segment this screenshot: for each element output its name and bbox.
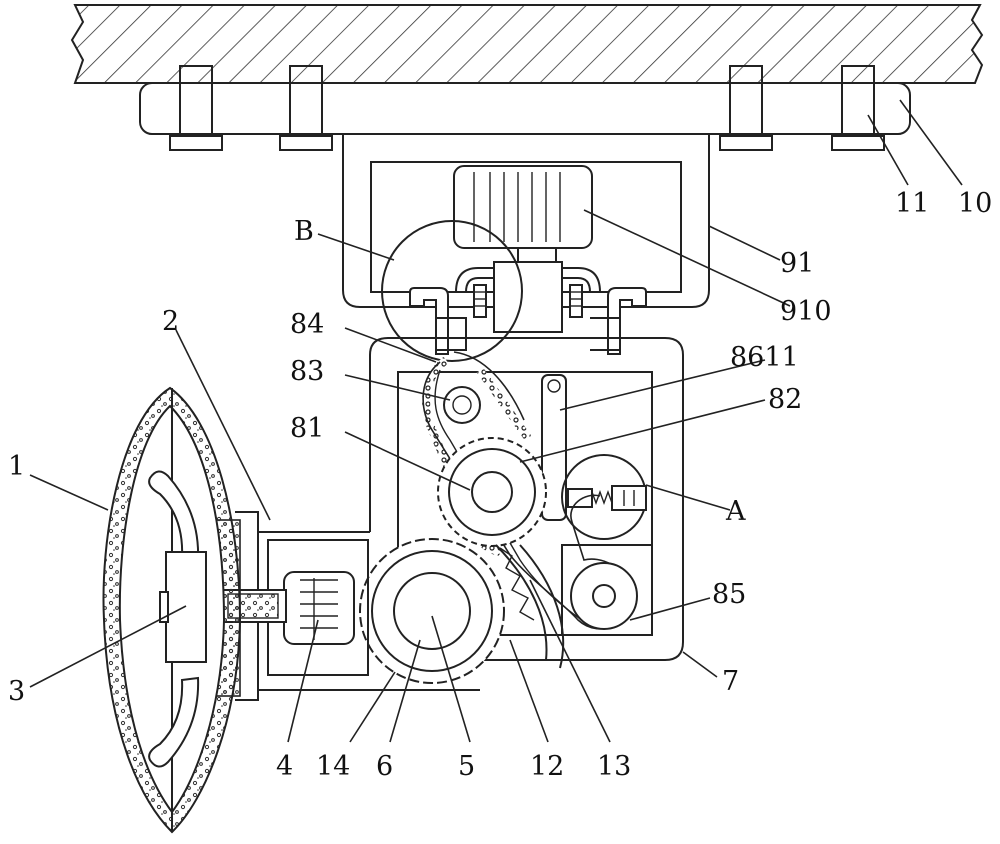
label-5: 5 bbox=[458, 751, 475, 782]
sprocket-83 bbox=[443, 386, 481, 424]
label-13: 13 bbox=[597, 751, 631, 782]
label-14: 14 bbox=[316, 751, 350, 782]
curved-rack bbox=[495, 544, 565, 669]
top-motor bbox=[453, 165, 593, 333]
bolts bbox=[169, 65, 885, 151]
label-84: 84 bbox=[290, 309, 324, 340]
pulley-85 bbox=[561, 544, 653, 636]
large-gear bbox=[359, 538, 505, 684]
mounting-plate bbox=[139, 82, 911, 135]
detail-circle-b bbox=[381, 220, 523, 362]
label-81: 81 bbox=[290, 413, 324, 444]
label-1: 1 bbox=[8, 451, 25, 482]
label-91: 91 bbox=[780, 248, 814, 279]
label-2: 2 bbox=[162, 306, 179, 337]
label-6: 6 bbox=[376, 751, 393, 782]
label-7: 7 bbox=[722, 666, 739, 697]
label-3: 3 bbox=[8, 676, 25, 707]
ceiling-slab bbox=[70, 4, 984, 84]
label-11: 11 bbox=[895, 188, 929, 219]
lever-8611 bbox=[541, 374, 567, 521]
label-82: 82 bbox=[768, 384, 802, 415]
label-910: 910 bbox=[780, 296, 832, 327]
leader-lines bbox=[29, 99, 963, 743]
label-b: B bbox=[294, 216, 314, 247]
part-labels: 1 2 3 4 5 6 7 10 11 12 13 14 81 82 83 84… bbox=[8, 188, 992, 782]
label-12: 12 bbox=[530, 751, 564, 782]
side-motor bbox=[267, 539, 369, 676]
shield-1 bbox=[102, 386, 242, 834]
detail-a-assembly bbox=[561, 454, 647, 540]
label-83: 83 bbox=[290, 356, 324, 387]
label-85: 85 bbox=[712, 579, 746, 610]
gear-82 bbox=[437, 437, 547, 547]
label-8611: 8611 bbox=[730, 342, 799, 373]
label-4: 4 bbox=[276, 751, 293, 782]
label-10: 10 bbox=[958, 188, 992, 219]
label-a: A bbox=[725, 496, 746, 527]
